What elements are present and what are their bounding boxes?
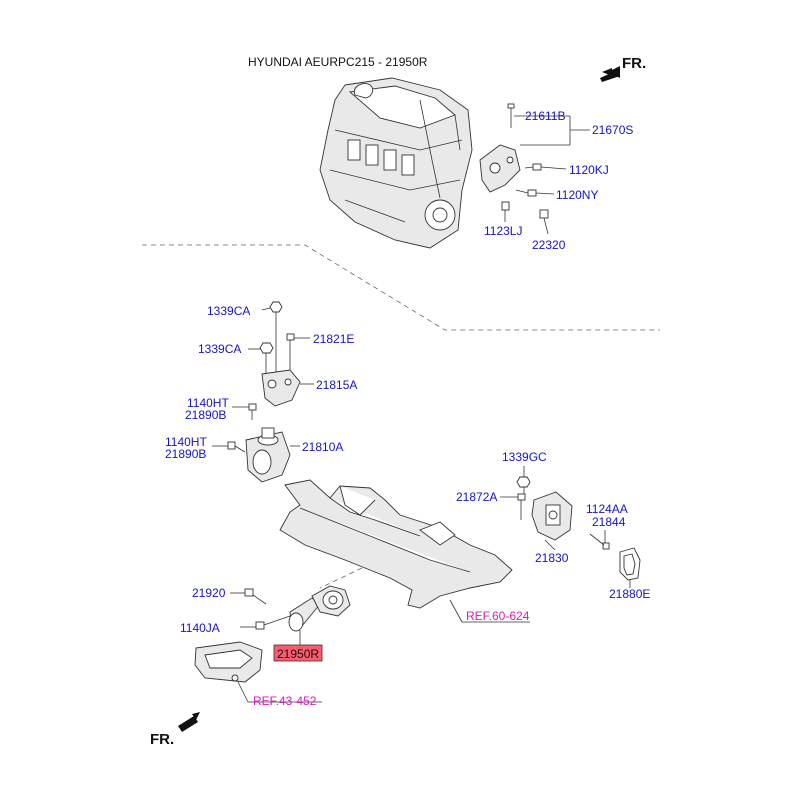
nut-icon (516, 466, 531, 500)
label-21611b[interactable]: 21611B (525, 109, 565, 123)
label-21890b-upper[interactable]: 21890B (185, 408, 226, 422)
label-1140ja[interactable]: 1140JA (180, 621, 220, 635)
bolt-icon (501, 201, 510, 222)
bolt-icon (500, 493, 526, 520)
label-21844[interactable]: 21844 (592, 515, 626, 529)
bolt-icon (539, 209, 549, 235)
fr-label-top: FR. (622, 55, 646, 72)
label-21670s[interactable]: 21670S (592, 123, 633, 137)
label-1120kj[interactable]: 1120KJ (569, 163, 609, 177)
label-22320[interactable]: 22320 (532, 238, 566, 252)
label-1339ca-mid[interactable]: 1339CA (198, 342, 241, 356)
label-21880e[interactable]: 21880E (609, 587, 650, 601)
label-21872a[interactable]: 21872A (456, 490, 497, 504)
label-21815a[interactable]: 21815A (316, 378, 357, 392)
bolt-icon (589, 530, 610, 550)
diagram-title: HYUNDAI AEURPC215 - 21950R (248, 55, 428, 69)
nut-icon (261, 301, 283, 375)
bolt-icon (507, 103, 570, 128)
bolt-icon (230, 588, 267, 605)
bolt-icon (212, 441, 246, 453)
bolt-icon (286, 333, 310, 372)
bolt-icon (232, 403, 257, 420)
label-21821e[interactable]: 21821E (313, 332, 354, 346)
label-1339ca-top[interactable]: 1339CA (207, 304, 250, 318)
label-1339gc[interactable]: 1339GC (502, 450, 547, 464)
label-21830[interactable]: 21830 (535, 551, 569, 565)
label-1123lj[interactable]: 1123LJ (484, 224, 522, 238)
highlight-21950r[interactable] (273, 644, 323, 662)
ref-43-452[interactable]: REF.43-452 (253, 694, 317, 708)
subframe-icon (279, 479, 530, 623)
mount-bracket-icon (194, 641, 263, 703)
transmission-mount-icon (531, 491, 573, 551)
engine-mount-icon (245, 427, 300, 483)
mount-bracket-icon (261, 369, 301, 407)
label-21810a[interactable]: 21810A (302, 440, 343, 454)
label-21890b-lower[interactable]: 21890B (165, 447, 206, 461)
ref-60-624[interactable]: REF.60-624 (466, 609, 530, 623)
label-1120ny[interactable]: 1120NY (556, 188, 598, 202)
bolt-icon (515, 189, 555, 197)
roll-rod-icon (288, 585, 351, 645)
front-arrow-icon (178, 712, 200, 732)
label-21950r[interactable]: 21950R (277, 647, 319, 661)
label-21920[interactable]: 21920 (192, 586, 226, 600)
washer-plate-icon (619, 547, 641, 588)
nut-icon (248, 342, 274, 375)
label-1140ht-upper[interactable]: 1140HT (187, 396, 229, 410)
label-1140ht-lower[interactable]: 1140HT (165, 435, 207, 449)
bolt-icon (524, 163, 567, 171)
fr-label-bottom: FR. (150, 731, 174, 748)
engine-block-icon (319, 77, 473, 249)
section-divider (142, 244, 660, 331)
label-1124aa[interactable]: 1124AA (586, 502, 628, 516)
mount-bracket-icon (479, 144, 521, 193)
bolt-icon (240, 615, 291, 630)
front-arrow-icon (600, 66, 620, 82)
